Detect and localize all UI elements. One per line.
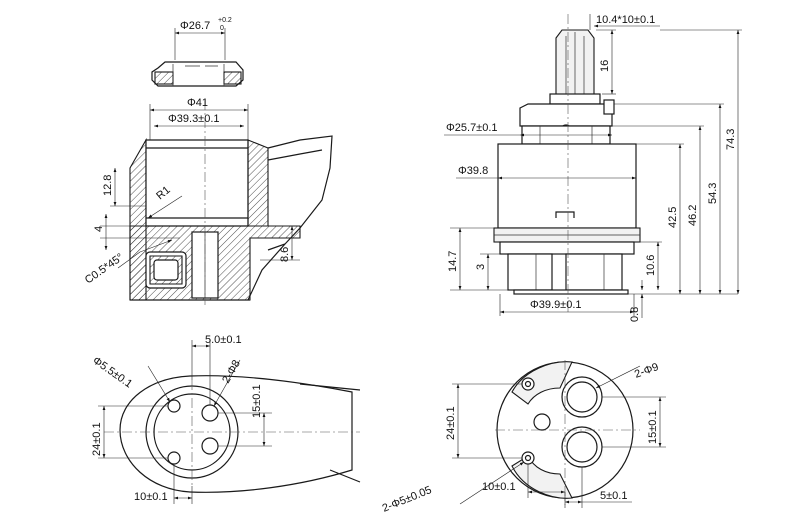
span-24-label: 24±0.1 bbox=[91, 422, 103, 456]
depth-12-8-label: 12.8 bbox=[102, 175, 114, 196]
housing-section-view: Φ26.7 +0.2 0 Φ41 Φ39. bbox=[83, 17, 333, 305]
pitch-15-label: 15±0.1 bbox=[251, 384, 263, 418]
h-3-label: 3 bbox=[475, 264, 487, 270]
depth-4-label: 4 bbox=[93, 226, 105, 232]
pins-5-label: 2-Φ5±0.05 bbox=[381, 484, 434, 515]
spacing-5-b-label: 5±0.1 bbox=[600, 490, 627, 502]
h-42-5-label: 42.5 bbox=[667, 207, 679, 228]
body-inner-dia-label: Φ39.3±0.1 bbox=[168, 113, 220, 125]
cap-tol-upper: +0.2 bbox=[218, 17, 232, 24]
chamfer-label: C0.5*45° bbox=[83, 251, 126, 286]
housing-body bbox=[129, 135, 333, 301]
cartridge-side-view: 10.4*10±0.1 16 Φ25.7±0.1 Φ39.8 14.7 3 42… bbox=[444, 14, 742, 322]
cap-part bbox=[151, 61, 244, 87]
spline-label: 10.4*10±0.1 bbox=[596, 14, 655, 26]
hole-small-label: Φ5.5±0.1 bbox=[90, 355, 134, 391]
body-dia-label: Φ39.8 bbox=[458, 165, 488, 177]
h-54-3-label: 54.3 bbox=[707, 183, 719, 204]
cap-tol-lower: 0 bbox=[220, 25, 224, 32]
housing-top-view: Φ5.5±0.1 5.0±0.1 2-Φ8 15±0.1 24±0.1 10±0… bbox=[90, 334, 361, 504]
cartridge-bottom-view: 2-Φ9 24±0.1 15±0.1 2-Φ5±0.05 10±0.1 5±0.… bbox=[381, 360, 666, 515]
spacing-10-b-label: 10±0.1 bbox=[482, 481, 516, 493]
h-46-2-label: 46.2 bbox=[687, 205, 699, 226]
height-8-6-label: 8.6 bbox=[279, 247, 291, 262]
holes-8-label: 2-Φ8 bbox=[220, 358, 243, 385]
h-0-8-label: 0.8 bbox=[629, 307, 641, 322]
h-10-6-label: 10.6 bbox=[645, 255, 657, 276]
body-outer-dia-label: Φ41 bbox=[187, 97, 208, 109]
base-dia-label: Φ39.9±0.1 bbox=[530, 299, 582, 311]
spacing-10-label: 10±0.1 bbox=[134, 491, 168, 503]
h-14-7-label: 14.7 bbox=[447, 251, 459, 272]
pitch-15-b-label: 15±0.1 bbox=[647, 410, 659, 444]
h-74-3-label: 74.3 bbox=[725, 129, 737, 150]
spacing-5-label: 5.0±0.1 bbox=[205, 334, 242, 346]
ports-9-label: 2-Φ9 bbox=[633, 361, 660, 381]
stem-16-label: 16 bbox=[599, 60, 611, 72]
cap-diameter-label: Φ26.7 bbox=[180, 20, 210, 32]
collar-dia-label: Φ25.7±0.1 bbox=[446, 122, 498, 134]
span-24-b-label: 24±0.1 bbox=[445, 406, 457, 440]
